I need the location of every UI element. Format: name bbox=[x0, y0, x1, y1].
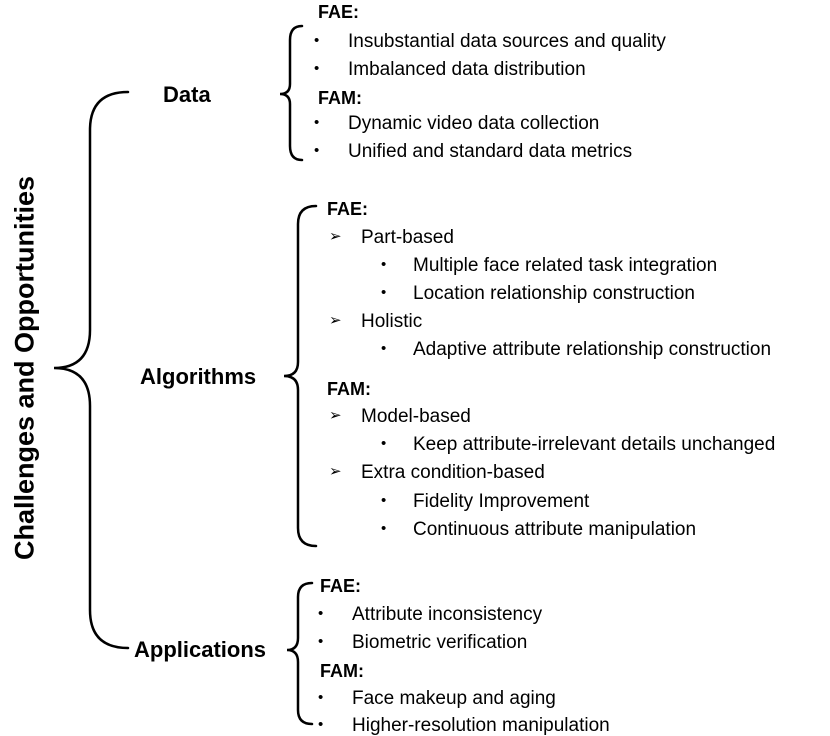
data-fam-item: Dynamic video data collection bbox=[348, 113, 600, 134]
applications-fae-item: Attribute inconsistency bbox=[352, 604, 543, 625]
bullet-icon: • bbox=[314, 32, 320, 49]
data-fam-label: FAM: bbox=[318, 88, 362, 108]
algorithms-fae-item: Adaptive attribute relationship construc… bbox=[413, 339, 772, 360]
bullet-icon: • bbox=[381, 520, 387, 537]
data-fae-item: Imbalanced data distribution bbox=[348, 59, 586, 80]
bullet-icon: • bbox=[381, 340, 387, 357]
arrow-bullet-icon: ➢ bbox=[329, 463, 342, 480]
algorithms-fae-item: Location relationship construction bbox=[413, 283, 696, 304]
algorithms-fam-label: FAM: bbox=[327, 379, 371, 399]
bullet-icon: • bbox=[381, 256, 387, 273]
algorithms-brace bbox=[283, 204, 318, 548]
arrow-bullet-icon: ➢ bbox=[329, 407, 342, 424]
algorithms-fae-label: FAE: bbox=[327, 199, 369, 219]
bullet-icon: • bbox=[318, 689, 324, 706]
arrow-bullet-icon: ➢ bbox=[329, 312, 342, 329]
category-applications: Applications bbox=[134, 637, 267, 662]
bullet-icon: • bbox=[318, 716, 324, 733]
data-fae-label: FAE: bbox=[318, 2, 360, 22]
applications-fam-item: Higher-resolution manipulation bbox=[352, 715, 610, 736]
bullet-icon: • bbox=[314, 114, 320, 131]
algorithms-fam-group: Model-based bbox=[361, 406, 471, 427]
applications-fae-item: Biometric verification bbox=[352, 632, 528, 653]
algorithms-fae-item: Multiple face related task integration bbox=[413, 255, 718, 276]
bullet-icon: • bbox=[381, 284, 387, 301]
data-brace bbox=[279, 24, 304, 162]
category-data: Data bbox=[163, 82, 211, 107]
data-fam-item: Unified and standard data metrics bbox=[348, 141, 633, 162]
bullet-icon: • bbox=[381, 435, 387, 452]
category-algorithms: Algorithms bbox=[140, 364, 257, 389]
arrow-bullet-icon: ➢ bbox=[329, 228, 342, 245]
bullet-icon: • bbox=[314, 60, 320, 77]
algorithms-fam-group: Extra condition-based bbox=[361, 462, 545, 483]
applications-fae-label: FAE: bbox=[320, 576, 362, 596]
algorithms-fae-group: Holistic bbox=[361, 311, 423, 332]
data-fae-item: Insubstantial data sources and quality bbox=[348, 31, 666, 52]
algorithms-fae-group: Part-based bbox=[361, 227, 454, 248]
applications-fam-label: FAM: bbox=[320, 661, 364, 681]
algorithms-fam-item: Keep attribute-irrelevant details unchan… bbox=[413, 434, 776, 455]
bullet-icon: • bbox=[314, 142, 320, 159]
root-brace bbox=[53, 90, 130, 650]
algorithms-fam-item: Fidelity Improvement bbox=[413, 491, 590, 512]
applications-brace bbox=[286, 581, 314, 726]
bullet-icon: • bbox=[318, 633, 324, 650]
applications-fam-item: Face makeup and aging bbox=[352, 688, 556, 709]
bullet-icon: • bbox=[381, 492, 387, 509]
bullet-icon: • bbox=[318, 605, 324, 622]
algorithms-fam-item: Continuous attribute manipulation bbox=[413, 519, 697, 540]
